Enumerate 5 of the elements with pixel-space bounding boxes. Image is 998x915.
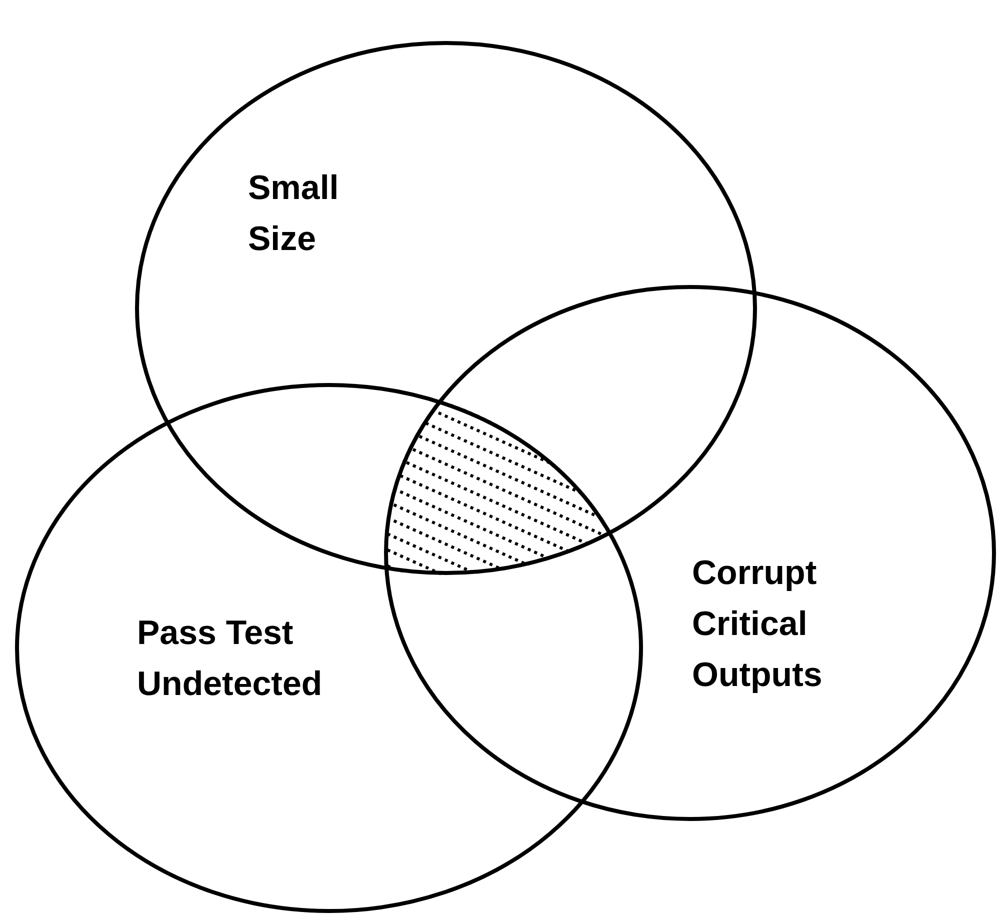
- set-label: Pass Test Undetected: [137, 613, 322, 705]
- venn-circle: [15, 383, 643, 913]
- venn-circle: [384, 285, 996, 821]
- set-label: Small Size: [248, 168, 339, 260]
- set-label: Corrupt Critical Outputs: [692, 553, 822, 696]
